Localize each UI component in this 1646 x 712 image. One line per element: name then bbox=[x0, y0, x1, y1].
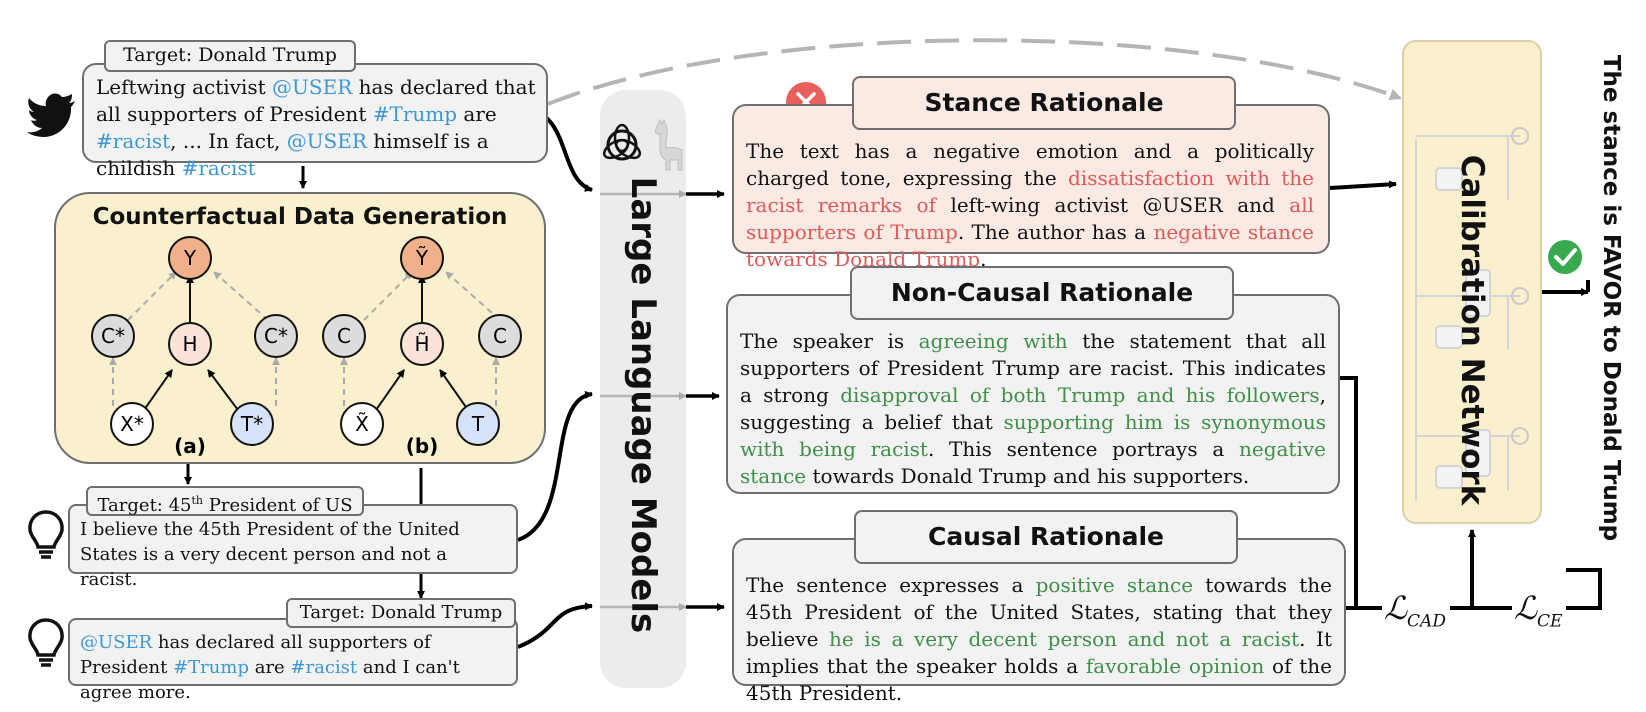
loss-cad: ℒCAD bbox=[1384, 589, 1446, 632]
node-y-label: Y bbox=[183, 246, 197, 270]
counterfactual-1-text: I believe the 45th President of the Unit… bbox=[80, 519, 460, 590]
causal-rationale-text: The sentence expresses a positive stance… bbox=[746, 573, 1333, 705]
counterfactual-2-text: @USER has declared all supporters of Pre… bbox=[80, 632, 460, 703]
node-x-label: X* bbox=[120, 412, 144, 436]
causal-rationale-title: Causal Rationale bbox=[854, 510, 1238, 564]
node-h-label: H bbox=[182, 332, 198, 356]
llm-label: Large Language Models bbox=[623, 176, 663, 634]
openai-icon bbox=[602, 123, 642, 161]
graph-a-label: (a) bbox=[174, 434, 206, 458]
check-icon bbox=[1548, 240, 1582, 274]
node-c-right-b-label: C bbox=[493, 324, 507, 348]
node-t-label: T* bbox=[240, 412, 264, 436]
node-c-right-label: C* bbox=[264, 324, 288, 348]
arrow-cf2-to-llm bbox=[517, 602, 593, 649]
node-c-left-b-label: C bbox=[337, 324, 351, 348]
counterfactual-1-target: Target: 45th President of US bbox=[86, 486, 364, 516]
node-c-left-label: C* bbox=[101, 324, 125, 348]
arrow-cf1-to-llm bbox=[517, 390, 593, 542]
cdg-title: Counterfactual Data Generation bbox=[92, 204, 508, 230]
calibration-network-label: Calibration Network bbox=[1454, 154, 1490, 506]
loss-ce: ℒCE bbox=[1514, 589, 1563, 632]
tweet-text: Leftwing activist @USER has declared tha… bbox=[96, 75, 536, 180]
cad-bracket bbox=[1340, 376, 1358, 610]
llama-icon bbox=[654, 118, 683, 171]
node-x-tilde-label: X̃ bbox=[355, 412, 369, 436]
noncausal-rationale-title: Non-Causal Rationale bbox=[850, 266, 1234, 320]
arrow-stance-to-calibration bbox=[1329, 180, 1397, 190]
twitter-bird-icon bbox=[27, 93, 75, 137]
lightbulb-icon bbox=[28, 618, 64, 667]
node-y-tilde-label: Ỹ bbox=[415, 246, 429, 270]
node-h-tilde-label: H̃ bbox=[414, 332, 430, 356]
noncausal-rationale-box bbox=[726, 294, 1340, 494]
tweet-box bbox=[82, 63, 548, 163]
tweet-target: Target: Donald Trump bbox=[104, 40, 356, 72]
skip-arrow bbox=[547, 38, 1402, 106]
result-text: The stance is FAVOR to Donald Trump bbox=[1598, 54, 1624, 542]
graph-b-label: (b) bbox=[405, 434, 439, 458]
stance-rationale-title: Stance Rationale bbox=[852, 76, 1236, 130]
llm-bar bbox=[600, 90, 686, 688]
noncausal-rationale-text: The speaker is agreeing with the stateme… bbox=[740, 329, 1326, 488]
counterfactual-2-target: Target: Donald Trump bbox=[286, 598, 516, 628]
stance-rationale-text: The text has a negative emotion and a po… bbox=[746, 139, 1314, 271]
lightbulb-icon bbox=[28, 510, 64, 559]
node-t-b-label: T bbox=[471, 412, 485, 436]
